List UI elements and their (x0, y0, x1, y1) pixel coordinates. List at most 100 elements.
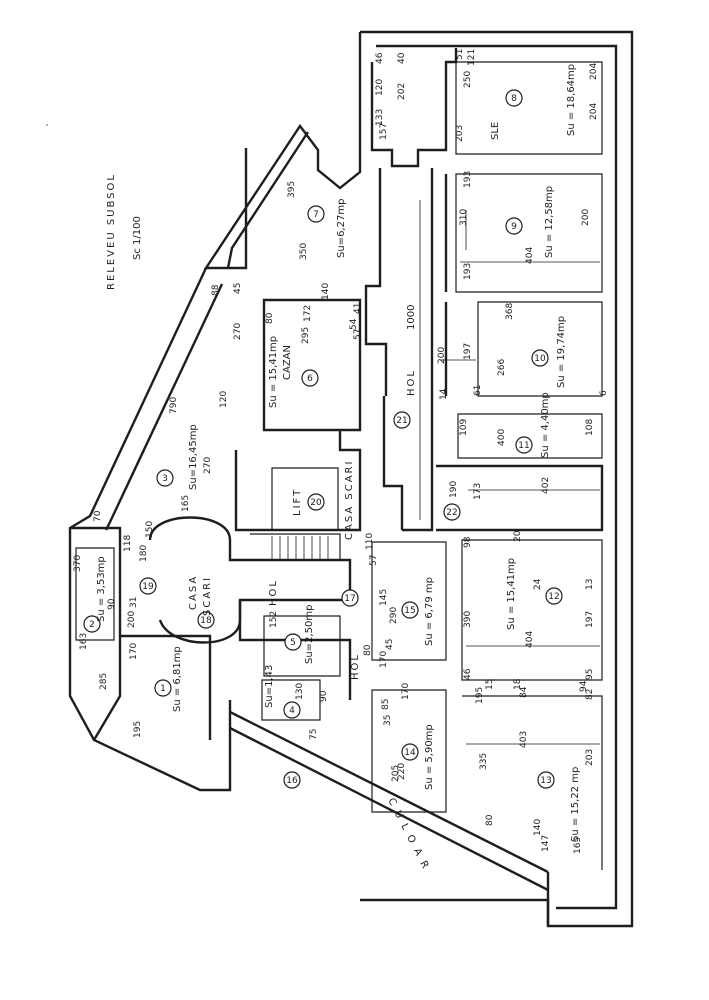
dimension-value: 95 (585, 669, 595, 680)
dimension-value: 31 (129, 597, 139, 608)
dimension-value: 130 (295, 683, 305, 700)
dimension-value: 24 (533, 578, 543, 590)
svg-text:1: 1 (160, 684, 166, 694)
room-marker-19: 19 (139, 577, 157, 595)
dimension-value: 200 (437, 347, 447, 364)
dimension-value: 140 (321, 283, 331, 300)
dimension-value: 403 (519, 731, 529, 748)
dimension-value: 310 (459, 209, 469, 226)
label-cazan: CAZAN (282, 345, 293, 380)
dimension-value: 170 (401, 683, 411, 700)
svg-text:21: 21 (396, 416, 407, 426)
area-room-15: Su = 6,79 mp (424, 577, 435, 646)
dimension-value: 61 (473, 385, 483, 396)
dimension-value: 14 (439, 388, 449, 400)
dimension-value: 145 (379, 589, 389, 606)
room-marker-15: 15 (401, 601, 419, 619)
room-marker-16: 16 (283, 771, 301, 789)
dimension-value: 203 (455, 125, 465, 142)
outer-walls (68, 30, 634, 928)
svg-text:16: 16 (286, 776, 298, 786)
dimension-value: 118 (123, 535, 133, 552)
dimension-value: 35 (383, 715, 393, 726)
dimension-value: 285 (99, 673, 109, 690)
dimension-value: 20 (513, 530, 523, 542)
room-marker-12: 12 (545, 587, 563, 605)
label-lift: LIFT (292, 488, 303, 516)
label-hol-lower: HOL (268, 579, 279, 606)
area-room-9: Su = 12,58mp (544, 186, 555, 258)
dimension-value: 120 (375, 79, 385, 96)
room-marker-14: 14 (401, 743, 419, 761)
room-markers: 1 2 3 4 5 6 7 8 9 10 11 12 13 14 15 16 1… (83, 89, 563, 789)
label-sle: SLE (490, 122, 501, 140)
dimension-value: 204 (589, 63, 599, 80)
svg-text:15: 15 (404, 606, 415, 616)
svg-text:14: 14 (404, 748, 416, 758)
dimension-value: 57 (353, 329, 363, 340)
hatch-mark: ´ (44, 123, 49, 135)
dimension-value: 109 (459, 419, 469, 436)
dimension-value: 295 (301, 327, 311, 344)
dimension-value: 193 (463, 171, 473, 188)
dimension-value: 190 (449, 481, 459, 498)
dimension-value: 193 (463, 263, 473, 280)
room-marker-5: 5 (284, 633, 302, 651)
label-casa-left: CASA (188, 575, 199, 610)
dimension-value: 197 (585, 611, 595, 628)
dimension-value: 172 (303, 305, 313, 322)
dimension-value: 110 (365, 533, 375, 550)
dimension-value: 147 (541, 835, 551, 852)
dimension-value: 152 (269, 611, 279, 628)
dimension-value: 15 (485, 679, 495, 690)
area-room-3: Su=16,45mp (188, 424, 199, 490)
svg-text:6: 6 (307, 374, 313, 384)
dimension-value: 90 (319, 690, 329, 702)
dimension-value: 202 (397, 83, 407, 100)
room-marker-4: 4 (283, 701, 301, 719)
room-marker-6: 6 (301, 369, 319, 387)
dimension-value: 18 (513, 678, 523, 690)
label-hol-main-dim: 1000 (406, 305, 417, 330)
svg-text:13: 13 (540, 776, 551, 786)
dimension-lines (419, 200, 600, 745)
room-marker-2: 2 (83, 615, 101, 633)
dimension-value: 82 (585, 689, 595, 700)
title: RELEVEU SUBSOL (106, 173, 117, 290)
room-marker-8: 8 (505, 89, 523, 107)
area-room-10: Su = 19,74mp (556, 316, 567, 388)
room-marker-1: 1 (154, 679, 172, 697)
dimension-value: 165 (573, 837, 583, 854)
dimension-value: 46 (375, 52, 385, 64)
room-marker-3: 3 (156, 469, 174, 487)
dimension-value: 404 (525, 631, 535, 648)
dimension-value: 13 (585, 579, 595, 590)
area-room-2: Su = 3,53mp (96, 556, 107, 622)
area-room-13: Su = 15,22 mp (570, 767, 581, 842)
dimension-value: 46 (463, 668, 473, 680)
area-room-4: Su=1,43 (264, 665, 275, 708)
dimension-value: 57 (369, 555, 379, 566)
dimension-value: 205 (391, 765, 401, 782)
dimension-value: 197 (463, 343, 473, 360)
area-room-12: Su = 15,41mp (506, 558, 517, 630)
dimension-value: 75 (309, 729, 319, 740)
svg-text:12: 12 (548, 592, 559, 602)
dimension-value: 133 (375, 109, 385, 126)
svg-text:3: 3 (162, 474, 168, 484)
dimension-value: 400 (497, 429, 507, 446)
dimension-value: 395 (287, 181, 297, 198)
dimension-value: 157 (379, 123, 389, 140)
room-marker-17: 17 (341, 589, 359, 607)
dimension-value: 120 (219, 391, 229, 408)
dimension-value: 41 (353, 303, 363, 314)
dimension-value: 45 (233, 283, 243, 294)
label-scari-left: SCARI (202, 576, 213, 616)
svg-text:9: 9 (511, 222, 517, 232)
dimension-value: 350 (299, 243, 309, 260)
dimension-value: 173 (473, 483, 483, 500)
svg-text:19: 19 (142, 582, 154, 592)
dimension-value: 335 (479, 753, 489, 770)
